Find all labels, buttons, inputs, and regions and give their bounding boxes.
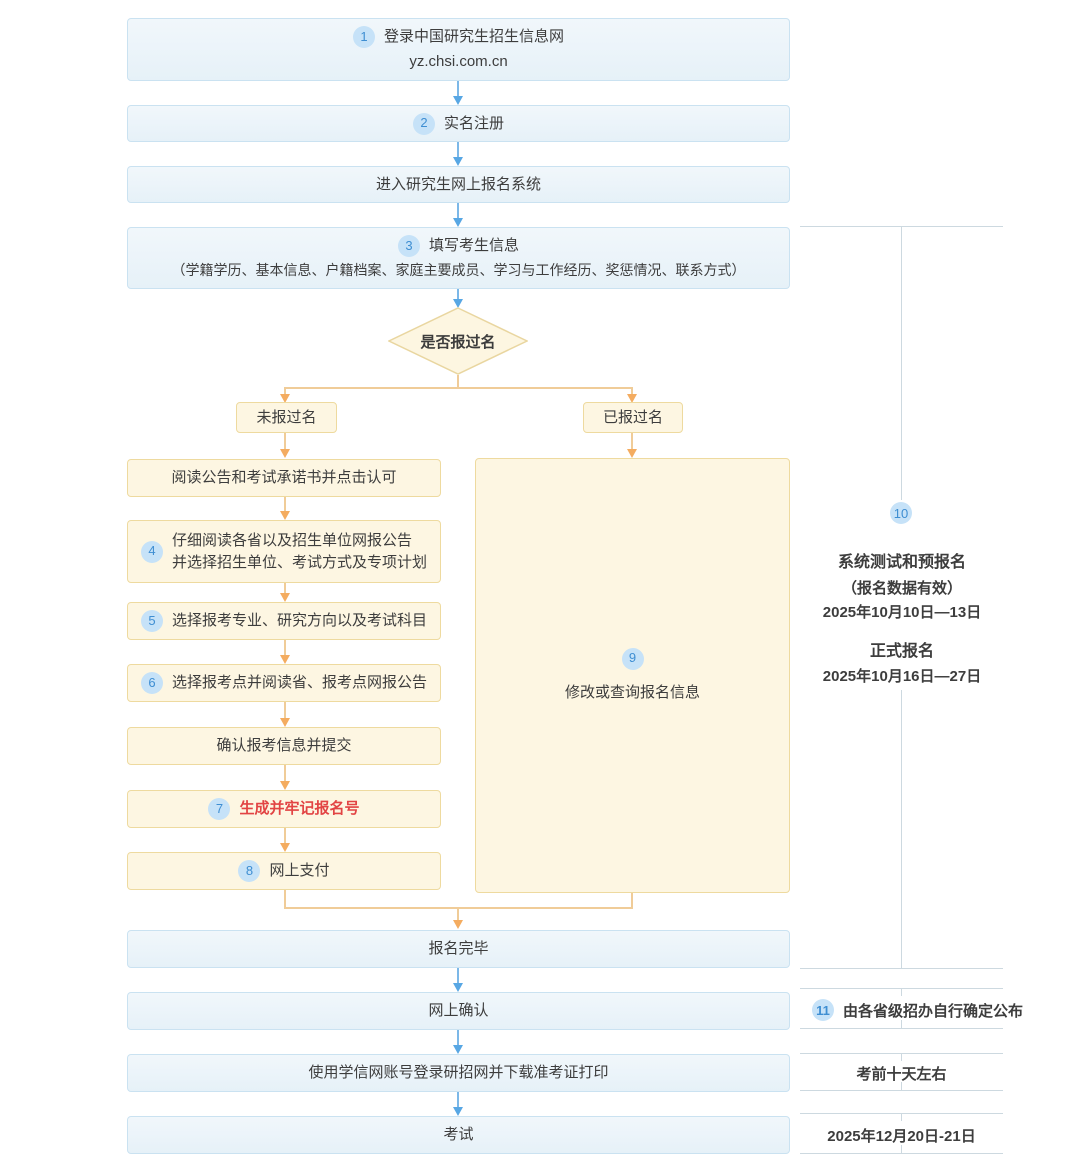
branch-label: 已报过名 [602, 408, 663, 426]
flow-arrow [280, 583, 290, 602]
bracket-tick [901, 1053, 902, 1061]
flow-arrow [280, 497, 290, 520]
connector-line [284, 907, 633, 909]
flow-arrow [453, 81, 463, 105]
node-confirm-submit: 确认报考信息并提交 [127, 727, 441, 765]
node-choose-site: 6 选择报考点并阅读省、报考点网报公告 [127, 664, 441, 702]
node-modify-query: 9 修改或查询报名信息 [475, 458, 790, 893]
decision-diamond: 是否报过名 [387, 307, 529, 375]
node-label: 仔细阅读各省以及招生单位网报公告 并选择招生单位、考试方式及专项计划 [171, 531, 427, 571]
node-choose-unit: 4 仔细阅读各省以及招生单位网报公告 并选择招生单位、考试方式及专项计划 [127, 520, 441, 583]
flow-arrow [280, 640, 290, 664]
bracket-tick [901, 1082, 902, 1090]
step-badge: 10 [890, 502, 912, 524]
node-label: 网上确认 [428, 1002, 489, 1020]
flow-arrow [453, 968, 463, 992]
bracket-line [800, 968, 1003, 969]
step-badge: 6 [140, 672, 163, 694]
flow-arrow [453, 909, 463, 929]
annotation-ticket-timing: 考前十天左右 [856, 1066, 947, 1083]
flow-arrow [453, 142, 463, 166]
step-badge: 11 [812, 999, 834, 1021]
decision-label: 是否报过名 [420, 333, 496, 351]
flow-arrow [453, 203, 463, 227]
node-pay-online: 8 网上支付 [127, 852, 441, 890]
annotation-date: 2025年10月10日—13日 [822, 604, 982, 621]
connector-line [284, 387, 633, 389]
node-label: 阅读公告和考试承诺书并点击认可 [171, 469, 397, 487]
node-register: 2 实名注册 [127, 105, 790, 142]
step-badge: 7 [208, 798, 231, 820]
node-detail: （学籍学历、基本信息、户籍档案、家庭主要成员、学习与工作经历、奖惩情况、联系方式… [171, 262, 746, 279]
annotation-title: 系统测试和预报名 [837, 554, 966, 571]
annotation-subtitle: （报名数据有效） [841, 580, 962, 597]
bracket-line [800, 1028, 1003, 1029]
node-label: 登录中国研究生招生信息网 [383, 28, 564, 46]
branch-label: 未报过名 [256, 408, 317, 426]
bracket-tick [901, 1145, 902, 1153]
annotation-title: 正式报名 [869, 643, 934, 660]
flow-arrow [280, 765, 290, 790]
flow-arrow [453, 1092, 463, 1116]
bracket-tick [901, 1113, 902, 1121]
bracket-line [800, 1090, 1003, 1091]
branch-no: 未报过名 [236, 402, 337, 433]
step-badge: 9 [621, 647, 644, 670]
flow-arrow [627, 433, 637, 458]
annotation-exam-date: 2025年12月20日-21日 [827, 1128, 976, 1145]
node-label: 填写考生信息 [428, 237, 519, 255]
connector-line [284, 890, 286, 909]
bracket-tick [901, 988, 902, 996]
flow-arrow [280, 828, 290, 852]
node-download-ticket: 使用学信网账号登录研招网并下载准考证打印 [127, 1054, 790, 1092]
bracket-line [800, 1153, 1003, 1154]
node-label: 选择报考专业、研究方向以及考试科目 [171, 612, 427, 630]
node-enter-system: 进入研究生网上报名系统 [127, 166, 790, 203]
branch-arrow [627, 389, 637, 403]
step-badge: 3 [397, 235, 420, 258]
node-label: 选择报考点并阅读省、报考点网报公告 [171, 674, 427, 692]
node-online-confirm: 网上确认 [127, 992, 790, 1030]
step-badge: 8 [238, 860, 261, 882]
annotation-confirm: 11 由各省级招办自行确定公布 [812, 999, 1023, 1021]
connector-line [631, 893, 633, 909]
node-label-highlight: 生成并牢记报名号 [239, 800, 360, 818]
node-label: 确认报考信息并提交 [216, 737, 352, 755]
node-label: 网上支付 [269, 862, 330, 880]
node-login: 1 登录中国研究生招生信息网 yz.chsi.com.cn [127, 18, 790, 81]
node-fill-info: 3 填写考生信息 （学籍学历、基本信息、户籍档案、家庭主要成员、学习与工作经历、… [127, 227, 790, 289]
annotation-label: 由各省级招办自行确定公布 [843, 1002, 1024, 1020]
node-reg-number: 7 生成并牢记报名号 [127, 790, 441, 828]
flow-arrow [280, 702, 290, 727]
node-label: 修改或查询报名信息 [564, 683, 700, 701]
bracket-line [901, 690, 902, 968]
node-reg-complete: 报名完毕 [127, 930, 790, 968]
diamond-shape [387, 307, 529, 375]
node-label: 进入研究生网上报名系统 [375, 175, 541, 193]
flow-arrow [453, 1030, 463, 1054]
step-badge: 1 [352, 26, 375, 49]
step-badge: 2 [412, 112, 435, 135]
bracket-line [901, 226, 902, 500]
branch-yes: 已报过名 [583, 402, 683, 433]
flow-arrow [453, 289, 463, 308]
node-exam: 考试 [127, 1116, 790, 1154]
bracket-tick [901, 1020, 902, 1028]
node-read-notice: 阅读公告和考试承诺书并点击认可 [127, 459, 441, 497]
step-badge: 5 [140, 610, 163, 632]
node-label: 报名完毕 [428, 940, 489, 958]
node-url: yz.chsi.com.cn [409, 53, 508, 71]
annotation-date: 2025年10月16日—27日 [822, 668, 982, 685]
connector-line [457, 375, 459, 389]
node-label: 实名注册 [443, 114, 504, 132]
annotation-registration: 系统测试和预报名 （报名数据有效） 2025年10月10日—13日 正式报名 2… [800, 548, 1004, 686]
step-badge: 4 [140, 540, 163, 563]
node-choose-major: 5 选择报考专业、研究方向以及考试科目 [127, 602, 441, 640]
node-label: 考试 [443, 1126, 474, 1144]
branch-arrow [280, 389, 290, 403]
node-label: 使用学信网账号登录研招网并下载准考证打印 [308, 1064, 609, 1082]
flow-arrow [280, 433, 290, 458]
